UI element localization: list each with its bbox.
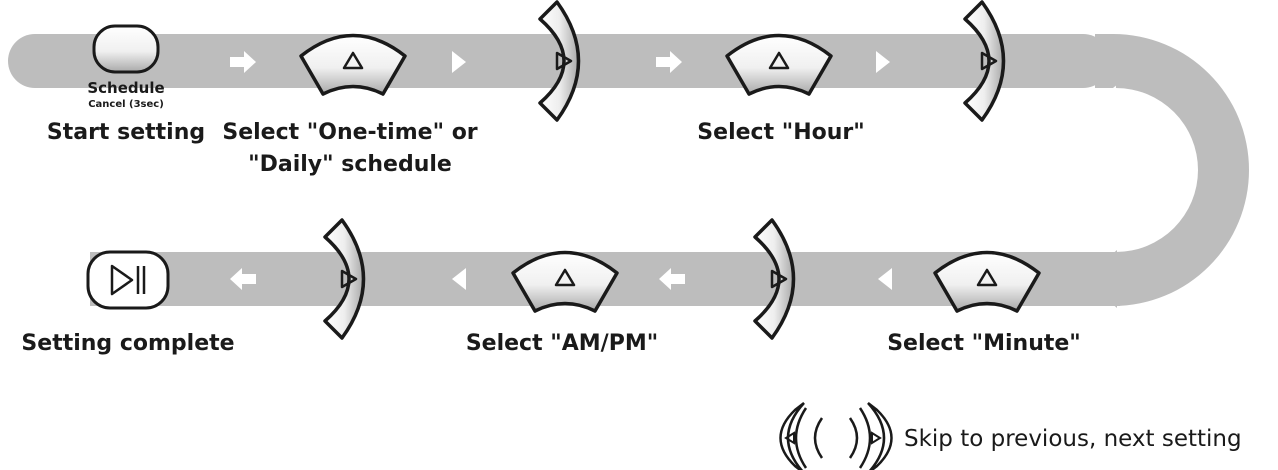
- schedule-button-sublabel: Cancel (3sec): [88, 99, 164, 110]
- label-start-setting: Start setting: [47, 120, 205, 145]
- label-select-schedule-line2: "Daily" schedule: [248, 152, 452, 177]
- play-pause-button-shape: [86, 250, 170, 310]
- label-select-schedule-line1: Select "One-time" or: [222, 120, 477, 145]
- legend: Skip to previous, next setting: [779, 402, 1242, 470]
- top-track: [8, 34, 1110, 88]
- play-pause-button[interactable]: [86, 250, 170, 310]
- up-button[interactable]: [299, 33, 407, 96]
- schedule-button[interactable]: Schedule Cancel (3sec): [87, 24, 165, 110]
- up-button[interactable]: [511, 250, 619, 313]
- schedule-button-label: Schedule: [87, 79, 164, 97]
- play-pause-icon: [110, 264, 146, 296]
- skip-previous-icon: [779, 402, 824, 470]
- label-select-minute: Select "Minute": [887, 331, 1081, 356]
- label-setting-complete: Setting complete: [21, 331, 234, 356]
- up-button[interactable]: [725, 33, 833, 96]
- label-select-hour: Select "Hour": [697, 120, 864, 145]
- legend-text: Skip to previous, next setting: [904, 426, 1242, 452]
- up-button[interactable]: [933, 250, 1041, 313]
- flow-track: [8, 34, 1249, 308]
- skip-next-icon: [848, 402, 893, 470]
- label-select-ampm: Select "AM/PM": [466, 331, 658, 356]
- u-turn: [1113, 34, 1249, 306]
- schedule-button-shape: [92, 24, 160, 74]
